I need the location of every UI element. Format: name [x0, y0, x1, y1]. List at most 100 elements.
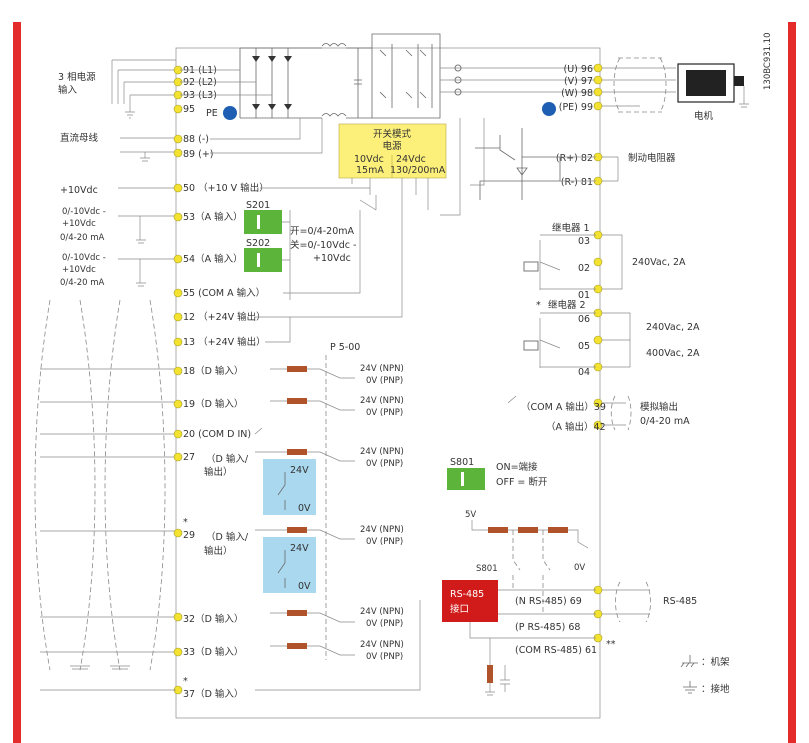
s202-switch[interactable]: [244, 248, 282, 272]
label-33: 33（D 输入）: [183, 646, 243, 658]
a53-wire: [118, 215, 176, 244]
s201-switch[interactable]: [244, 210, 282, 234]
terminal-55: [173, 288, 183, 298]
label-69: (N RS-485) 69: [515, 596, 582, 607]
a54-range-l3: 0/4-20 mA: [60, 278, 105, 288]
pe-label: PE: [206, 108, 218, 119]
shield-grounds: [70, 665, 130, 670]
di32-npn: 24V (NPN): [360, 607, 404, 617]
t29-output-box: [263, 537, 316, 593]
label-32: 32（D 输入）: [183, 613, 243, 625]
label-02: 02: [578, 263, 590, 274]
digital-field-wires: [40, 368, 176, 653]
resistor-19: [287, 398, 307, 404]
terminal-29: [173, 528, 183, 538]
analog-out-label2: 0/4-20 mA: [640, 416, 690, 427]
rs485-com-resistor: [487, 665, 493, 683]
s801-resistor-2: [518, 527, 538, 533]
resistor-29: [287, 527, 307, 533]
relay2-rating2: 400Vac, 2A: [646, 348, 700, 359]
label-89: 89 (+): [183, 149, 213, 160]
label-13: 13 （+24V 输出）: [183, 336, 266, 348]
di19-wire: [270, 400, 355, 411]
a53-range-l1: 0/-10Vdc -: [62, 207, 106, 217]
drive-enclosure: [175, 47, 601, 719]
label-04: 04: [578, 367, 590, 378]
relay2-coil-icon: [523, 340, 539, 351]
diode-1-icon: [252, 56, 260, 62]
s201-label: S201: [246, 200, 270, 211]
rs485-box-line1: RS-485: [450, 589, 484, 600]
motor-body-icon: [686, 70, 726, 96]
smps-title2: 电源: [382, 140, 402, 152]
di33-pnp: 0V (PNP): [366, 652, 403, 662]
terminal-99: [593, 101, 603, 111]
terminal-96: [593, 63, 603, 73]
relay2-wires: [539, 312, 631, 368]
inverter-output-wires: [440, 67, 598, 93]
t27-output-box: [263, 459, 316, 515]
current-sensor-u: [454, 64, 462, 72]
t20-wire: [254, 427, 263, 435]
smps-output-wires: [351, 178, 429, 310]
analog-out-shield: [610, 395, 632, 431]
s801-off: OFF = 断开: [496, 476, 548, 488]
rs485-double-star: **: [606, 639, 616, 650]
legend-earth: ：接地: [701, 683, 730, 695]
t12-t13-wire: [255, 310, 403, 343]
relay2-title: 继电器 2: [548, 299, 586, 311]
s801-switch-lever: [461, 472, 464, 486]
diode-4-icon: [252, 104, 260, 110]
legend-chassis: ：机架: [701, 656, 730, 668]
a54-range-l2: +10Vdc: [62, 265, 96, 275]
di33-npn: 24V (NPN): [360, 640, 404, 650]
label-27-desc-l1: （D 输入/: [206, 453, 249, 465]
label-95: 95: [183, 104, 195, 115]
di29-pnp: 0V (PNP): [366, 537, 403, 547]
terminal-13: [173, 337, 183, 347]
diode-2-icon: [268, 56, 276, 62]
resistor-18: [287, 366, 307, 372]
dcbus-label: 直流母线: [60, 132, 99, 144]
label-20: 20 (COM D IN): [183, 429, 251, 440]
terminal-95: [173, 104, 183, 114]
s801-network-wires: [471, 520, 589, 549]
analog-out-wires: [507, 395, 626, 426]
t29-box-switch: [277, 550, 286, 588]
s801-label: S801: [450, 457, 474, 468]
current-sensor-w: [454, 88, 462, 96]
s202-switch-lever: [257, 253, 260, 267]
di27-pnp: 0V (PNP): [366, 459, 403, 469]
terminal-18: [173, 366, 183, 376]
relay1-rating: 240Vac, 2A: [632, 257, 686, 268]
label-99: (PE) 99: [559, 102, 593, 113]
label-96: (U) 96: [564, 64, 593, 75]
motor-pe-dot: [542, 102, 556, 116]
current-sensor-v: [454, 76, 462, 84]
label-27: 27: [183, 452, 195, 463]
a53-range-l2: +10Vdc: [62, 219, 96, 229]
t29-box-24v: 24V: [290, 543, 309, 554]
earth-icon: [683, 681, 697, 694]
terminal-02: [593, 257, 603, 267]
terminal-33: [173, 647, 183, 657]
relay1-wires: [539, 234, 623, 290]
label-97: (V) 97: [564, 76, 593, 87]
mains-wires: [111, 59, 176, 104]
a53-range-l3: 0/4-20 mA: [60, 233, 105, 243]
switch-bracket: [282, 210, 291, 300]
label-61: (COM RS-485) 61: [515, 645, 597, 656]
terminal-53: [173, 212, 183, 222]
mains-title-line2: 输入: [58, 84, 78, 96]
label-93: 93 (L3): [183, 90, 217, 101]
label-50: 50 （+10 V 输出）: [183, 182, 269, 194]
di19-npn: 24V (NPN): [360, 396, 404, 406]
terminal-20: [173, 429, 183, 439]
s801-switch[interactable]: [447, 468, 485, 490]
di18-wire: [270, 368, 355, 379]
brake-wires: [602, 156, 619, 182]
rs485-box-line2: 接口: [450, 603, 469, 615]
s801-5v: 5V: [465, 510, 476, 520]
dcbus-wires: [120, 137, 176, 162]
